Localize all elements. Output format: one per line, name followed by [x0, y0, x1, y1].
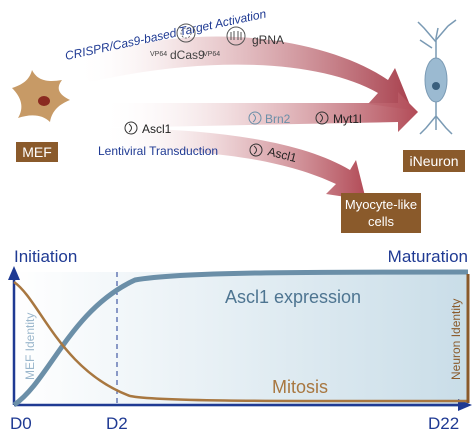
- mef-box: [16, 142, 58, 162]
- vp64-right-label: VP64: [203, 51, 220, 58]
- ascl1-virus-icon: [124, 121, 138, 135]
- ascl1-lower-virus-icon-glyph: [253, 145, 257, 155]
- ascl1-lower-label: Ascl1: [266, 144, 298, 165]
- mef-identity-label: MEF Identity: [23, 313, 37, 380]
- timeline-panel: [14, 272, 468, 407]
- mitosis-label: Mitosis: [272, 377, 328, 397]
- mef-cell: [12, 70, 70, 122]
- brn2-virus-icon-glyph: [252, 113, 256, 123]
- y-axis-arrowhead: [8, 266, 20, 280]
- ascl1-main-label: Ascl1: [142, 122, 172, 136]
- ascl1-virus-icon-glyph: [128, 123, 132, 133]
- myocyte-arrow: [100, 128, 366, 200]
- ineuron-box: [403, 150, 465, 172]
- neuron-nucleus: [432, 82, 440, 90]
- brn2-label: Brn2: [265, 112, 291, 126]
- ascl1-lower-virus-icon: [249, 143, 263, 157]
- myt1l-label: Myt1l: [333, 112, 362, 126]
- tick-d2: D2: [106, 414, 128, 433]
- ineuron-box-label: iNeuron: [409, 153, 458, 169]
- myt1l-virus-icon: [315, 111, 329, 125]
- myocyte-box-line1: Myocyte-like: [345, 197, 417, 212]
- dcas9-label: dCas9: [170, 48, 205, 62]
- grna-label: gRNA: [252, 33, 284, 47]
- neuron-cell: [417, 19, 457, 135]
- crispr-arrow: [75, 36, 412, 110]
- myocyte-box: [341, 193, 421, 233]
- dcas9-icon-inner: [180, 27, 192, 39]
- ascl1-expression-curve: [12, 269, 469, 408]
- initiation-label: Initiation: [14, 247, 77, 266]
- grna-icon: [226, 26, 246, 46]
- myt1l-virus-icon-glyph: [319, 113, 323, 123]
- brn2-virus-icon: [248, 111, 262, 125]
- maturation-label: Maturation: [388, 247, 468, 266]
- tick-d22: D22: [428, 414, 459, 433]
- lentiviral-arrow: [100, 92, 418, 132]
- vp64-left-label: VP64: [150, 51, 167, 58]
- ascl1-expression-label: Ascl1 expression: [225, 287, 361, 307]
- grna-icon-lines: [230, 31, 242, 40]
- neuron-identity-label: Neuron Identity: [449, 299, 463, 380]
- mef-box-label: MEF: [22, 144, 52, 160]
- mef-identity-curve: [13, 280, 469, 403]
- tick-d0: D0: [10, 414, 32, 433]
- mef-nucleus: [38, 96, 50, 106]
- neuron-soma: [424, 57, 448, 103]
- lentiviral-label: Lentiviral Transduction: [98, 144, 218, 158]
- myocyte-box-line2: cells: [368, 214, 395, 229]
- dcas9-icon: [176, 23, 196, 43]
